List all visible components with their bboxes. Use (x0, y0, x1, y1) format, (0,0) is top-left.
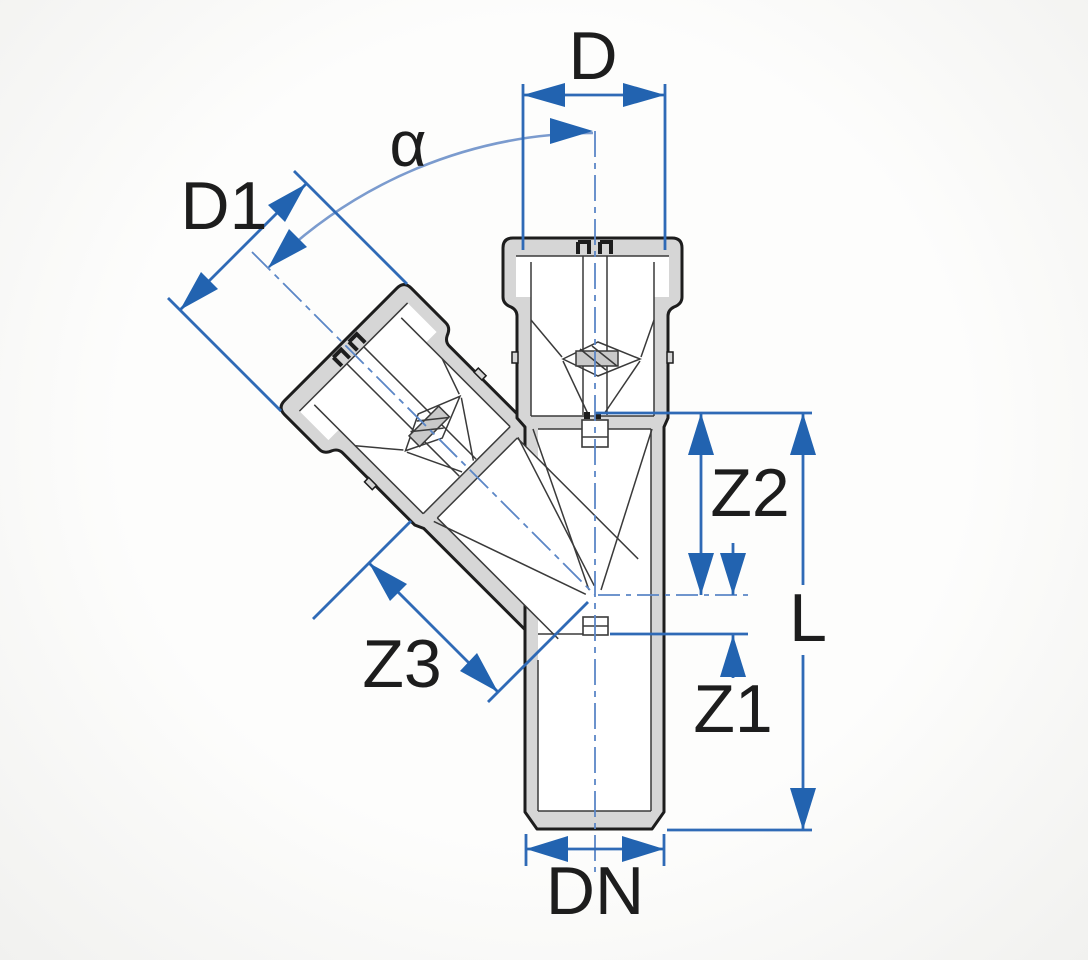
dim-DN (524, 834, 666, 866)
branch-centerline (251, 251, 596, 596)
main-socket-detail (516, 240, 669, 812)
dim-alpha-arc (267, 118, 594, 269)
dim-label-Z1: Z1 (693, 671, 772, 747)
dim-label-Z2: Z2 (710, 455, 789, 531)
dim-label-D: D (568, 18, 617, 94)
dim-Z3 (312, 520, 589, 703)
branch-socket-detail (298, 302, 639, 640)
main-wall-nub-left (511, 351, 519, 364)
dim-D (521, 83, 667, 250)
branch-wall-nub-left (363, 476, 378, 491)
main-wall-nub-right (666, 351, 674, 364)
dim-label-L: L (789, 580, 827, 656)
centerlines (251, 131, 750, 872)
branch-wall-nub-right (473, 366, 488, 382)
dim-label-D1: D1 (181, 168, 268, 244)
dim-label-DN: DN (546, 853, 644, 929)
dim-D1 (167, 170, 408, 412)
dim-Z1 (610, 543, 748, 678)
alpha-arc-arrowhead-top (550, 118, 593, 144)
dim-label-alpha: α (390, 108, 427, 180)
alpha-arc-arrowhead-branch (268, 229, 307, 268)
dim-label-Z3: Z3 (362, 626, 441, 702)
main-bore (516, 256, 669, 811)
dim-Z2 (596, 411, 812, 595)
dim-L (667, 413, 816, 832)
